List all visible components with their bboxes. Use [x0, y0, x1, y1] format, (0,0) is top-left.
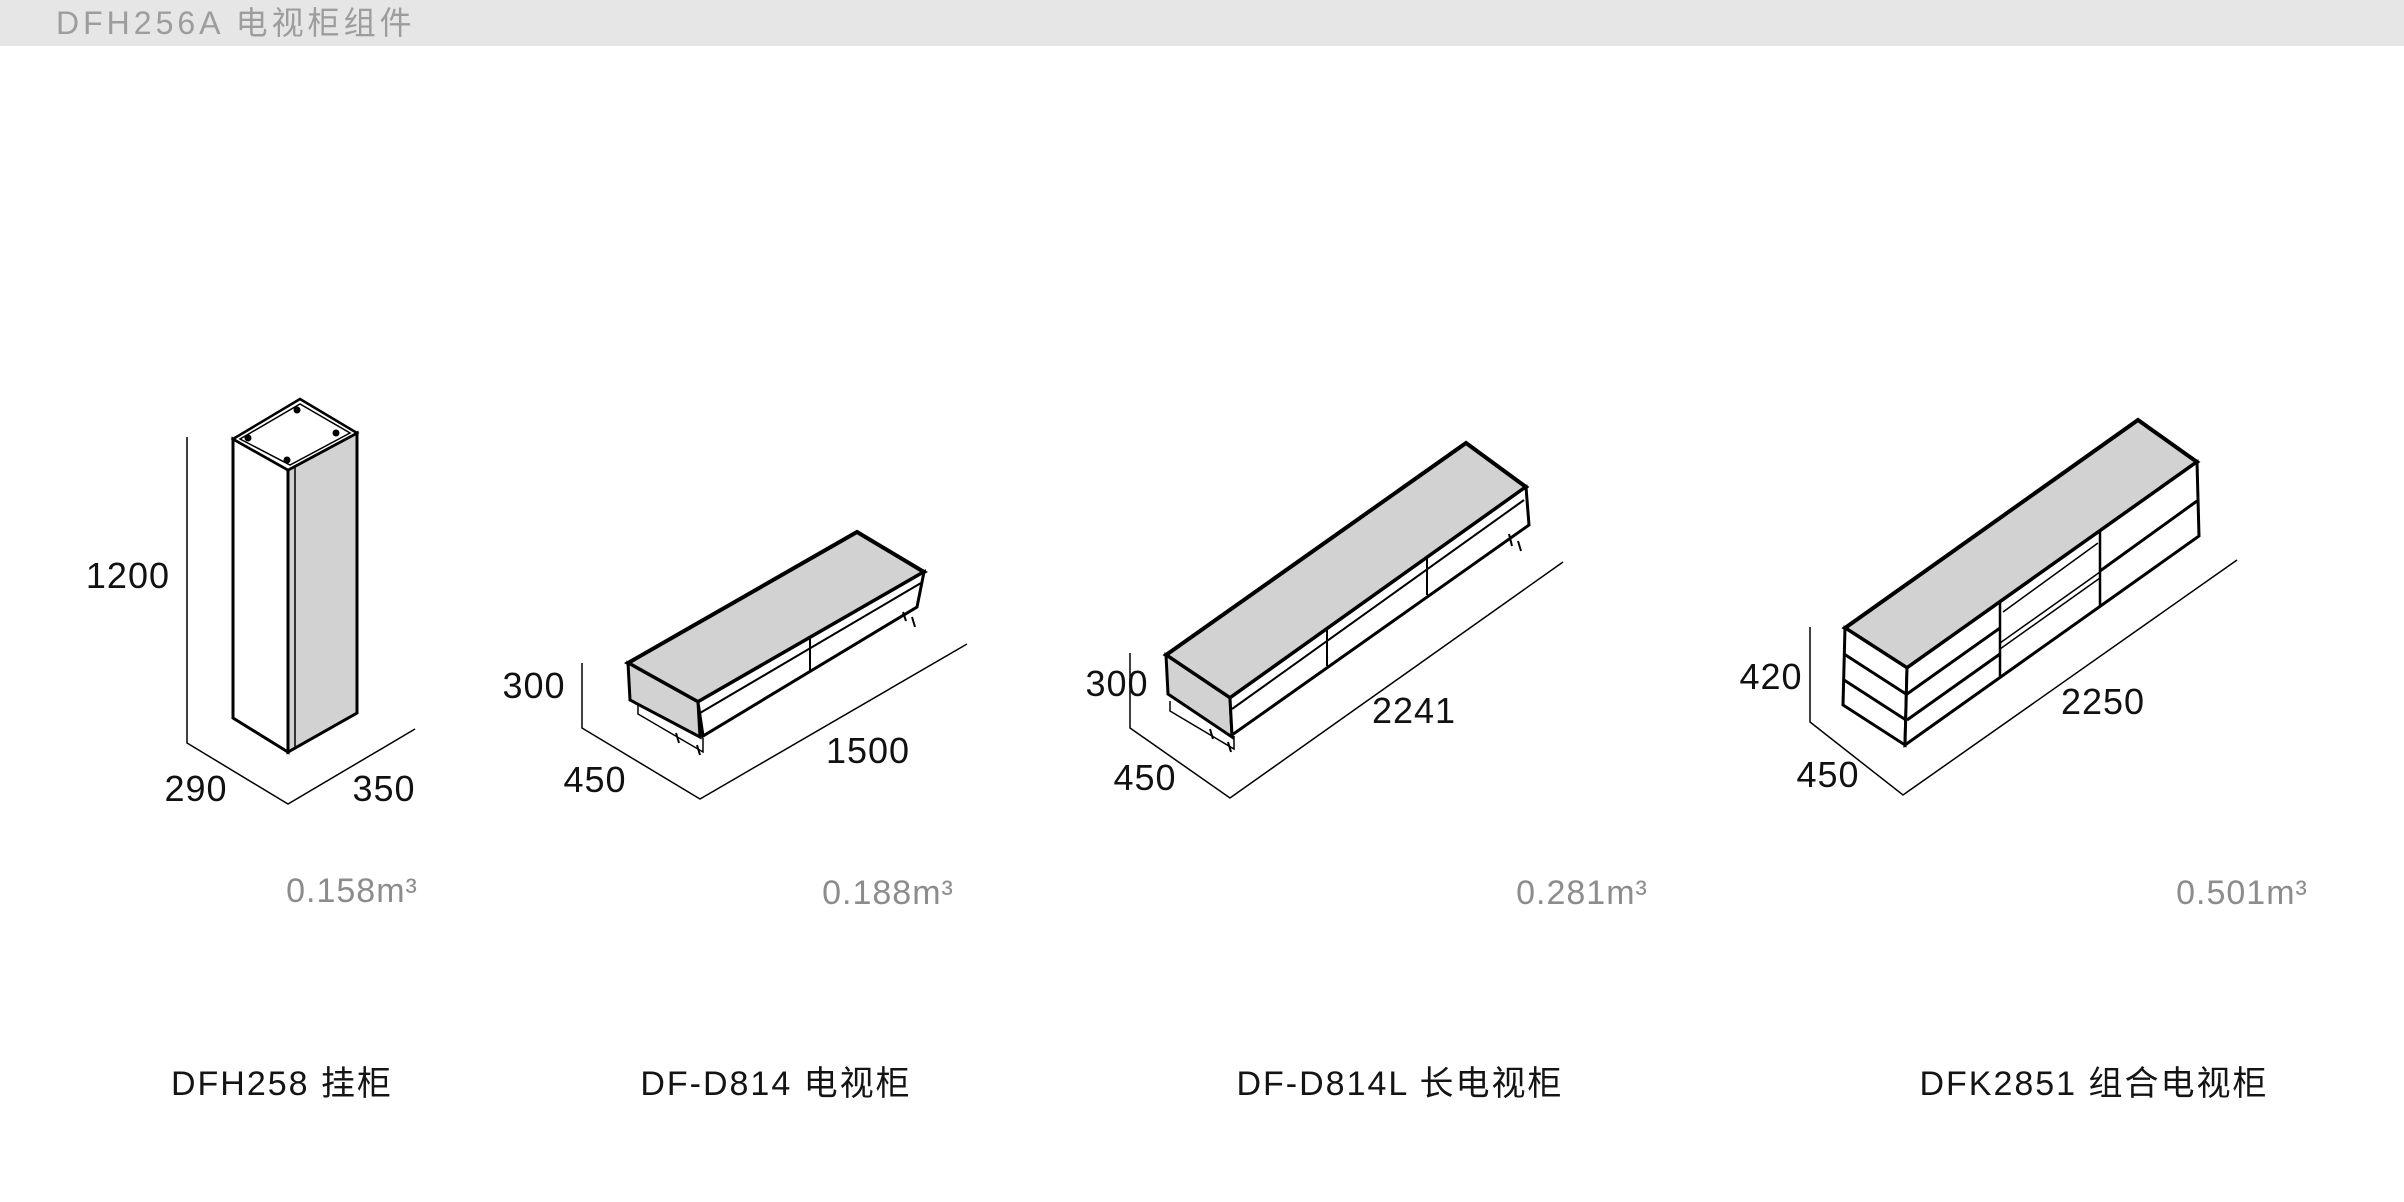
- screw-hole: [244, 434, 252, 442]
- drawer-divider: [1906, 626, 2001, 696]
- drawing-tv-cabinet: [581, 529, 968, 800]
- drawing-long-tv-cabinet: [1129, 440, 1564, 799]
- dimension-lines: [186, 437, 416, 805]
- top-face-rim: [238, 403, 352, 466]
- dimension-lines: [581, 643, 968, 800]
- drawing-combination-tv-cabinet: [1809, 417, 2238, 796]
- screw-hole: [293, 406, 301, 414]
- left-face: [1164, 652, 1234, 740]
- foot: [696, 744, 701, 756]
- interior-back-edge: [2002, 542, 2099, 613]
- dimension-lines: [1129, 561, 1564, 799]
- foot: [1517, 540, 1522, 552]
- header-bar: DFH256A 电视柜组件: [0, 0, 2404, 46]
- foot: [1209, 728, 1214, 740]
- right-drawer-divider: [2099, 499, 2198, 573]
- drawer-divider: [1906, 652, 2001, 722]
- page-title: DFH256A 电视柜组件: [56, 5, 416, 41]
- plinth: [1169, 701, 1235, 751]
- front-face: [1903, 459, 2201, 748]
- dimension-lines: [1809, 559, 2238, 796]
- left-face-divider: [1843, 652, 1907, 696]
- left-face: [626, 660, 702, 740]
- foot: [1508, 533, 1513, 547]
- top-face: [1162, 440, 1530, 701]
- foot: [902, 611, 907, 622]
- shelf-edge: [1999, 571, 2101, 644]
- screw-hole: [332, 429, 340, 437]
- slab-underside: [1231, 499, 1525, 710]
- right-face: [286, 430, 359, 755]
- left-face-divider: [1843, 678, 1907, 722]
- foot: [1227, 741, 1232, 753]
- plinth: [637, 705, 704, 754]
- screw-hole: [283, 456, 291, 464]
- shelf-edge: [1999, 577, 2101, 650]
- foot: [911, 616, 916, 628]
- drawing-wall-cabinet: [186, 397, 416, 805]
- foot: [675, 732, 680, 744]
- left-face: [231, 436, 290, 755]
